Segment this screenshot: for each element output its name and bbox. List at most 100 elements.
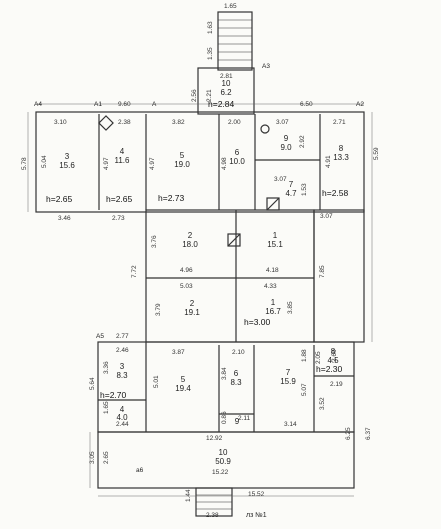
dimension: 2.65 [103, 451, 110, 464]
dimension: 4.98 [221, 157, 228, 170]
dimension: 4.33 [264, 283, 277, 290]
dimension: 3.84 [221, 367, 228, 380]
ceiling-height: h=2.65 [106, 194, 133, 204]
dimension: 2.60 [331, 349, 338, 362]
room-number: 9 [284, 134, 289, 143]
axis-label: A [152, 101, 157, 108]
vestibule-top [197, 67, 255, 115]
room-area: 19.4 [175, 384, 191, 393]
room-area: 8.3 [116, 371, 128, 380]
dimension: 2.71 [333, 119, 346, 126]
dimension: 2.56 [191, 89, 198, 102]
stove-icon [227, 233, 241, 247]
dimension: 2.00 [228, 119, 241, 126]
room-area: 16.7 [265, 307, 281, 316]
room-area: 15.1 [267, 240, 283, 249]
room-area: 10.0 [229, 157, 245, 166]
ceiling-height: h=2.58 [322, 188, 349, 198]
dimension: 1.35 [207, 47, 214, 60]
room-number: 2 [188, 231, 193, 240]
dimension: 5.03 [180, 283, 193, 290]
drawing-sheet-label: лз №1 [246, 512, 267, 519]
dimension: 2.81 [220, 73, 233, 80]
room-area: 15.6 [59, 161, 75, 170]
upper-block [35, 111, 365, 213]
dimension: 3.05 [89, 451, 96, 464]
dimension: 15.22 [212, 469, 229, 476]
axis-label: A3 [262, 63, 270, 70]
room-area: 4.7 [285, 189, 297, 198]
room-area: 19.1 [184, 308, 200, 317]
dimension: 5.59 [373, 147, 380, 160]
core-block [145, 209, 315, 343]
room-number: 10 [219, 448, 228, 457]
dimension: 3.79 [155, 303, 162, 316]
dimension: 3.36 [103, 361, 110, 374]
ceiling-height: h=2.30 [316, 364, 343, 374]
dimension: 4.97 [103, 157, 110, 170]
dimension: 2.77 [116, 333, 129, 340]
dimension: 3.46 [58, 215, 71, 222]
room-area: 11.6 [115, 156, 131, 165]
room-number: 2 [190, 299, 195, 308]
dimension: 2.73 [112, 215, 125, 222]
dimension: 2.19 [330, 381, 343, 388]
dimension: 4.91 [325, 155, 332, 168]
room-number: 6 [235, 148, 240, 157]
dimension: 15.52 [248, 491, 265, 498]
room-number: 4 [120, 405, 125, 414]
dimension: 2.11 [238, 415, 251, 422]
dimension: 2.38 [118, 119, 131, 126]
dimension: 1.53 [301, 183, 308, 196]
dimension: 3.82 [172, 119, 185, 126]
dimension: 0.86 [221, 411, 228, 424]
dimension: 7.72 [131, 265, 138, 278]
room-number: 5 [181, 375, 186, 384]
room-number: 10 [222, 79, 231, 88]
dimension: 1.65 [224, 3, 237, 10]
dimension: 1.63 [207, 21, 214, 34]
dimension: 3.07 [276, 119, 289, 126]
dimension: 3.76 [151, 235, 158, 248]
dimension: 2.10 [232, 349, 245, 356]
sink-icon [260, 124, 270, 134]
dimension: 6.25 [345, 427, 352, 440]
dimension: 3.14 [284, 421, 297, 428]
ceiling-height: h=3.00 [244, 317, 271, 327]
dimension: 3.07 [274, 176, 287, 183]
room-number: 1 [271, 298, 276, 307]
room-area: 6.2 [220, 88, 232, 97]
dimension: 9.60 [118, 101, 131, 108]
dimension: 6.50 [300, 101, 313, 108]
room-area: 4.5 [327, 356, 339, 365]
top-stairs [217, 11, 253, 71]
room-area: 50.9 [215, 457, 231, 466]
room-number: 3 [65, 152, 70, 161]
ceiling-height: h=2.70 [100, 390, 127, 400]
ceiling-height: h=2.65 [46, 194, 73, 204]
room-area: 4.0 [116, 413, 128, 422]
axis-label: a6 [136, 467, 144, 474]
room-number: 7 [289, 180, 294, 189]
room-area: 8.3 [230, 378, 242, 387]
boiler-icon [98, 115, 114, 131]
room-number: 9 [235, 417, 240, 426]
dimension: 3.52 [319, 397, 326, 410]
dimension: 3.85 [287, 301, 294, 314]
room-number: 4 [120, 147, 125, 156]
room-area: 13.3 [333, 153, 349, 162]
dimension: 5.07 [301, 383, 308, 396]
dimension: 4.18 [266, 267, 279, 274]
dimension: 1.44 [185, 489, 192, 502]
room-number: 6 [234, 369, 239, 378]
room-number: 3 [120, 362, 125, 371]
room-number: 7 [286, 368, 291, 377]
stove-icon [266, 197, 280, 211]
room-area: 18.0 [182, 240, 198, 249]
dimension: 6.37 [365, 427, 372, 440]
dimension: 12.92 [206, 435, 223, 442]
dimension: 1.65 [103, 401, 110, 414]
dimension: 3.10 [54, 119, 67, 126]
dimension: 5.78 [21, 157, 28, 170]
